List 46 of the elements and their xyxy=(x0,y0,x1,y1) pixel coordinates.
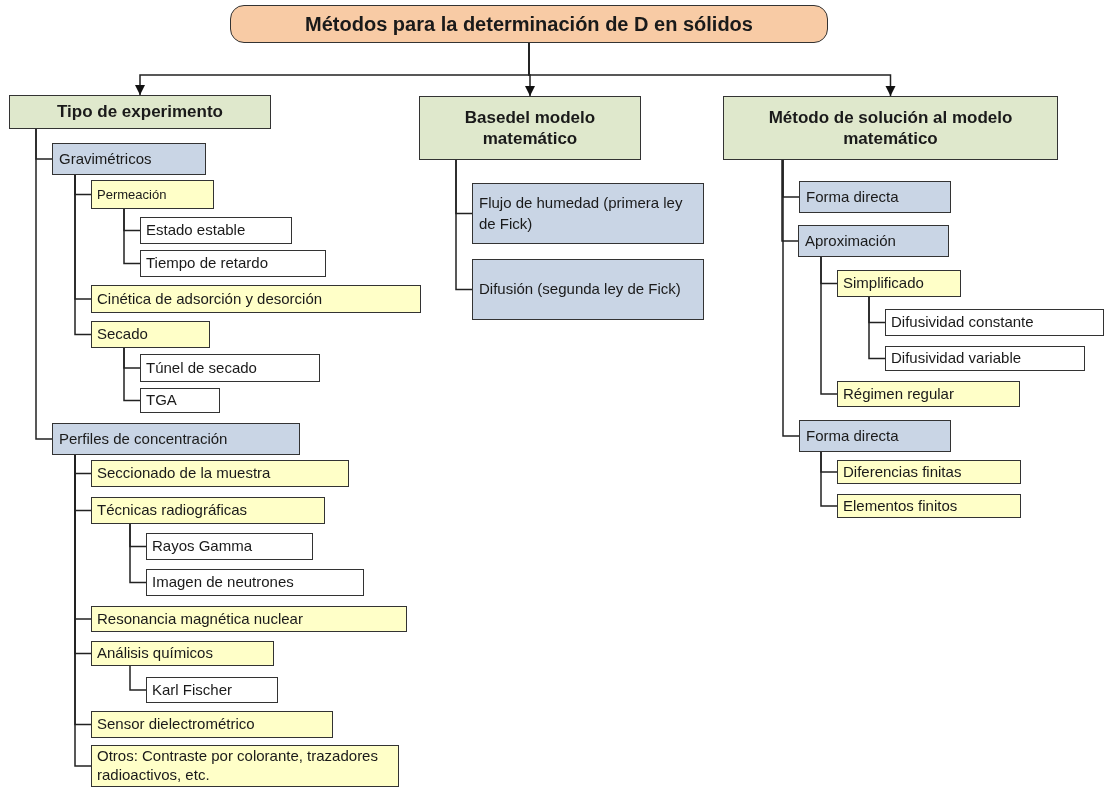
technique-box: Sensor dielectrométrico xyxy=(91,711,333,738)
category-box: Tipo de experimento xyxy=(9,95,271,129)
method-box: Perfiles de concentración xyxy=(52,423,300,455)
tree-connector xyxy=(868,296,886,360)
tree-connector xyxy=(123,208,141,265)
technique-box: Resonancia magnética nuclear xyxy=(91,606,407,632)
tree-connector xyxy=(455,159,473,291)
tree-connector xyxy=(782,159,800,437)
technique-box: Elementos finitos xyxy=(837,494,1021,518)
technique-box: Régimen regular xyxy=(837,381,1020,407)
method-box: Difusión (segunda ley de Fick) xyxy=(472,259,704,320)
tree-connector xyxy=(820,256,838,395)
method-box: Forma directa xyxy=(799,181,951,213)
subtechnique-box: Túnel de secado xyxy=(140,354,320,382)
subtechnique-box: TGA xyxy=(140,388,220,413)
arrow xyxy=(528,42,896,97)
tree-connector xyxy=(129,665,147,691)
subtechnique-box: Imagen de neutrones xyxy=(146,569,364,596)
technique-box: Análisis químicos xyxy=(91,641,274,666)
technique-box: Cinética de adsorción y desorción xyxy=(91,285,421,313)
tree-connector xyxy=(129,523,147,584)
method-box: Aproximación xyxy=(798,225,949,257)
subtechnique-box: Rayos Gamma xyxy=(146,533,313,560)
category-box: Método de solución al modelo matemático xyxy=(723,96,1058,160)
tree-connector xyxy=(820,451,838,507)
subtechnique-box: Estado estable xyxy=(140,217,292,244)
method-box: Forma directa xyxy=(799,420,951,452)
method-box: Flujo de humedad (primera ley de Fick) xyxy=(472,183,704,244)
tree-connector xyxy=(123,347,141,402)
subtechnique-box: Difusividad constante xyxy=(885,309,1104,336)
technique-box: Simplificado xyxy=(837,270,961,297)
category-box: Basedel modelo matemático xyxy=(419,96,641,160)
technique-box: Otros: Contraste por colorante, trazadores radioactivos, etc. xyxy=(91,745,399,787)
technique-box: Secado xyxy=(91,321,210,348)
tree-connector xyxy=(74,174,92,336)
technique-box: Permeación xyxy=(91,180,214,209)
technique-box: Seccionado de la muestra xyxy=(91,460,349,487)
tree-connector xyxy=(781,159,799,242)
tree-connector xyxy=(35,128,53,440)
technique-box: Diferencias finitas xyxy=(837,460,1021,484)
subtechnique-box: Difusividad variable xyxy=(885,346,1085,371)
title-box: Métodos para la determinación de D en sólidos xyxy=(230,5,828,43)
subtechnique-box: Karl Fischer xyxy=(146,677,278,703)
technique-box: Técnicas radiográficas xyxy=(91,497,325,524)
method-box: Gravimétricos xyxy=(52,143,206,175)
subtechnique-box: Tiempo de retardo xyxy=(140,250,326,277)
